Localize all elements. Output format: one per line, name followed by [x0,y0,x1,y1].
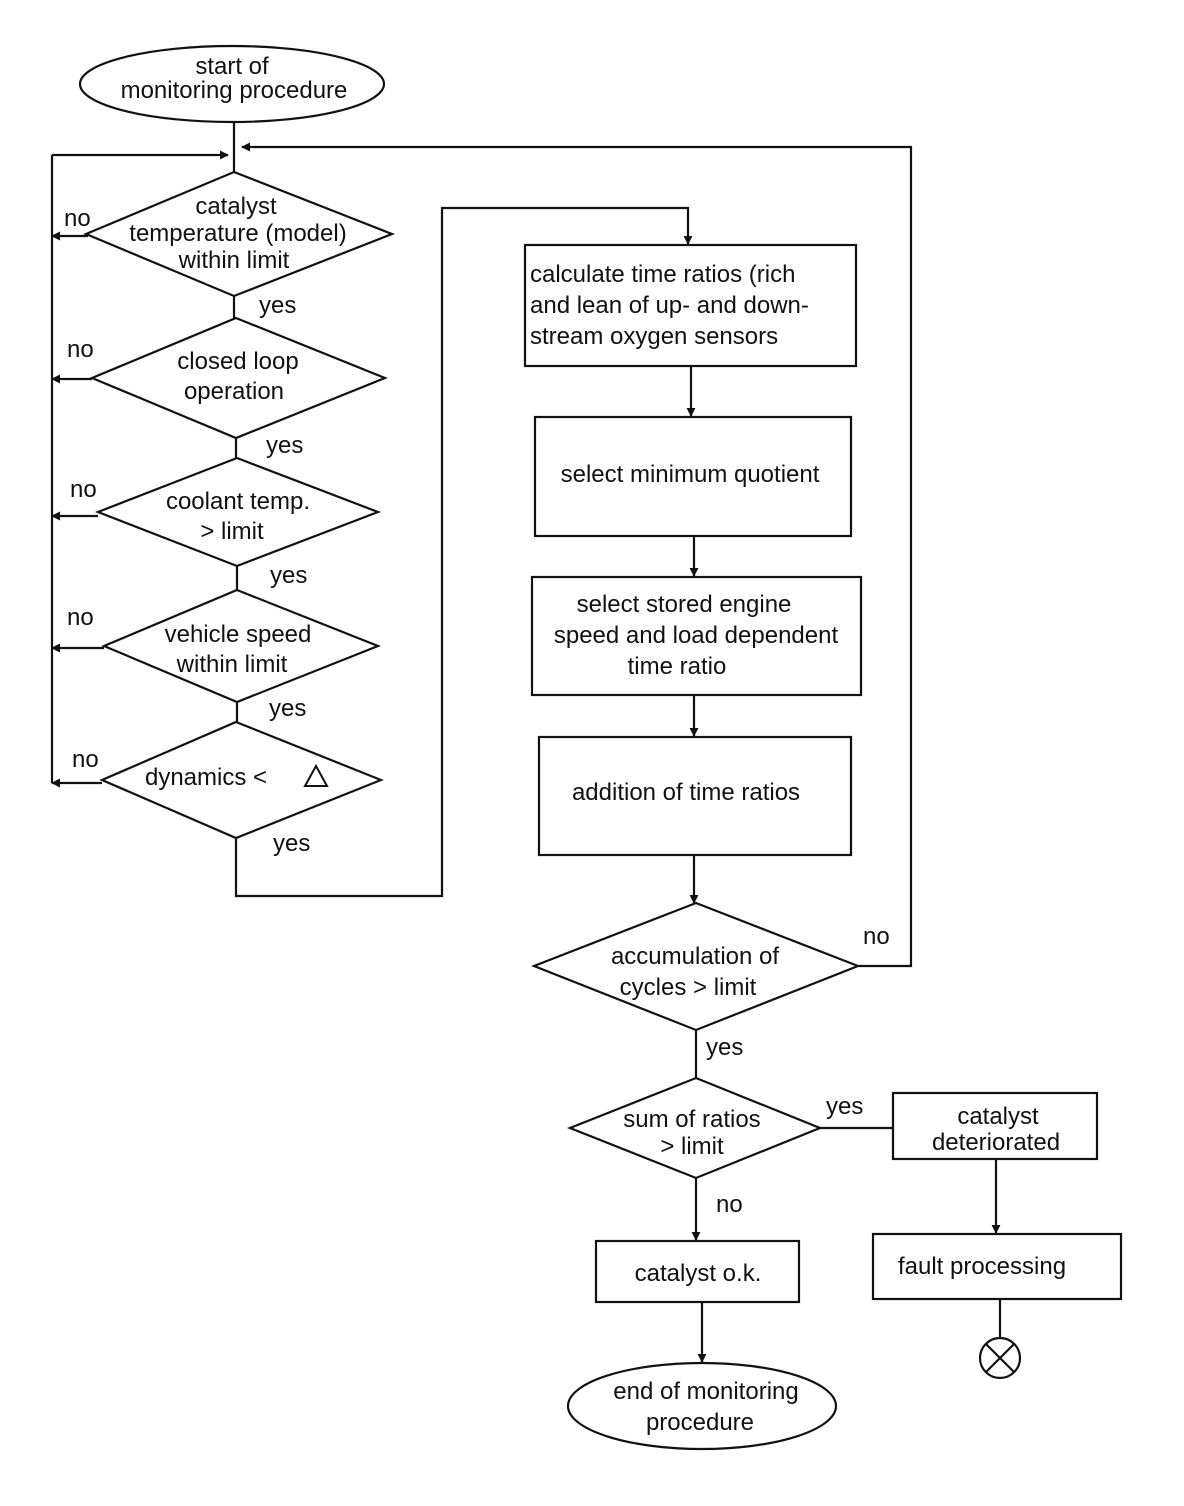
accumulation-line-2: cycles > limit [620,974,757,1001]
no-label-closed-loop: no [67,336,94,363]
dynamics-line-1: dynamics < [145,764,267,791]
stored-ratio-line-2: speed and load dependent [554,622,839,649]
edge-labels: no yes no yes no yes no yes no yes no ye… [64,205,890,1218]
sum-ratios-line-2: > limit [660,1133,724,1160]
deteriorated-process: catalyst deteriorated [891,1091,1099,1161]
end-line-1: end of monitoring [613,1378,798,1405]
coolant-line-2: > limit [200,518,264,545]
yes-label-sum-ratios: yes [826,1093,863,1120]
fault-processing-line-1: fault processing [898,1253,1066,1280]
stored-ratio-process: select stored engine speed and load depe… [530,575,863,697]
accumulation-decision: accumulation of cycles > limit [530,901,862,1032]
stored-ratio-line-1: select stored engine [577,591,792,618]
vehicle-speed-decision: vehicle speed within limit [101,588,381,704]
no-label-sum-ratios: no [716,1191,743,1218]
yes-label-dynamics: yes [273,830,310,857]
no-label-vehicle-speed: no [67,604,94,631]
no-label-coolant: no [70,476,97,503]
deteriorated-line-2: deteriorated [932,1129,1060,1156]
yes-label-coolant: yes [270,562,307,589]
dynamics-decision: dynamics < [99,720,384,840]
addition-line-1: addition of time ratios [572,779,800,806]
min-quotient-line-1: select minimum quotient [561,461,820,488]
dynamics-yes-route-line [234,206,693,898]
vehicle-speed-line-1: vehicle speed [165,621,312,648]
accumulation-line-1: accumulation of [611,943,779,970]
coolant-line-1: coolant temp. [166,488,310,515]
sum-ratios-line-1: sum of ratios [623,1106,760,1133]
circled-x-icon [978,1336,1022,1380]
min-quotient-process: select minimum quotient [533,415,853,538]
no-label-dynamics: no [72,746,99,773]
calc-ratios-line-2: and lean of up- and down- [530,292,809,319]
calc-ratios-process: calculate time ratios (rich and lean of … [523,243,858,368]
catalyst-temp-line-1: catalyst [195,193,277,220]
addition-process: addition of time ratios [537,735,853,857]
catalyst-ok-line-1: catalyst o.k. [635,1260,762,1287]
fault-processing-process: fault processing [871,1232,1123,1301]
start-line-2: monitoring procedure [121,77,348,104]
start-node: start of monitoring procedure [78,44,386,124]
coolant-decision: coolant temp. > limit [94,456,382,568]
yes-label-closed-loop: yes [266,432,303,459]
calc-ratios-line-1: calculate time ratios (rich [530,261,795,288]
calc-ratios-line-3: stream oxygen sensors [530,323,778,350]
end-node: end of monitoring procedure [566,1361,838,1451]
deteriorated-line-1: catalyst [957,1103,1039,1130]
sum-ratios-decision: sum of ratios > limit [567,1076,823,1180]
catalyst-temp-line-3: within limit [178,247,290,274]
yes-label-vehicle-speed: yes [269,695,306,722]
end-line-2: procedure [646,1409,754,1436]
accumulation-no-return-line [241,142,913,968]
yes-label-catalyst-temp: yes [259,292,296,319]
no-label-catalyst-temp: no [64,205,91,232]
yes-label-accumulation: yes [706,1034,743,1061]
stored-ratio-line-3: time ratio [628,653,727,680]
catalyst-temp-decision: catalyst temperature (model) within limi… [83,170,396,298]
closed-loop-line-2: operation [184,378,284,405]
catalyst-ok-process: catalyst o.k. [594,1239,801,1304]
no-label-accumulation: no [863,923,890,950]
closed-loop-line-1: closed loop [177,348,298,375]
catalyst-temp-line-2: temperature (model) [129,220,346,247]
closed-loop-decision: closed loop operation [89,316,388,440]
vehicle-speed-line-2: within limit [176,651,288,678]
connectors [50,120,1002,1363]
start-line-1: start of [195,53,269,80]
delta-triangle-icon [303,763,329,787]
